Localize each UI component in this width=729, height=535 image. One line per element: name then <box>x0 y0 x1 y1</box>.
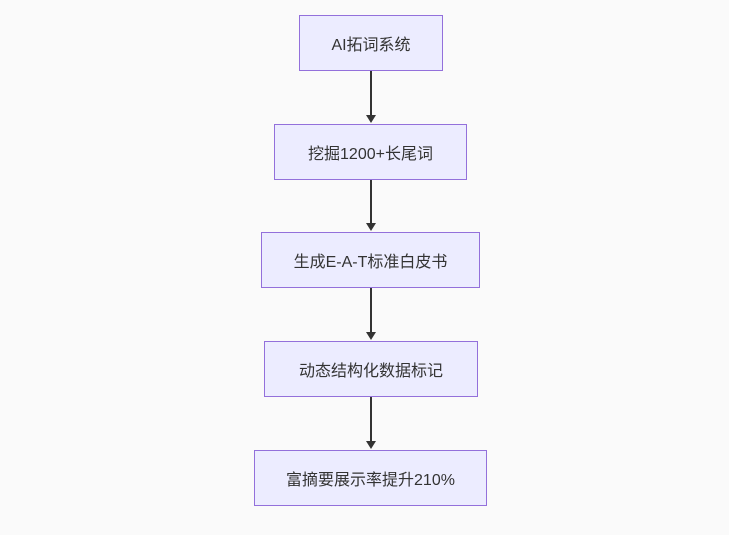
edge-arrow-1 <box>364 71 378 123</box>
node-label: 挖掘1200+长尾词 <box>308 146 433 163</box>
edge-arrow-3 <box>364 288 378 340</box>
edge-arrow-2 <box>364 180 378 231</box>
edge-line <box>370 397 372 441</box>
node-label: 富摘要展示率提升210% <box>286 472 455 489</box>
edge-line <box>370 288 372 332</box>
flowchart-node-eat-whitepaper: 生成E-A-T标准白皮书 <box>261 232 480 288</box>
arrowhead-down-icon <box>366 115 376 123</box>
node-label: AI拓词系统 <box>331 37 411 54</box>
edge-arrow-4 <box>364 397 378 449</box>
flowchart-node-structured-data: 动态结构化数据标记 <box>264 341 478 397</box>
flowchart-node-longtail-mining: 挖掘1200+长尾词 <box>274 124 467 180</box>
edge-line <box>370 71 372 115</box>
flowchart-node-ai-expansion: AI拓词系统 <box>299 15 443 71</box>
arrowhead-down-icon <box>366 332 376 340</box>
arrowhead-down-icon <box>366 223 376 231</box>
arrowhead-down-icon <box>366 441 376 449</box>
node-label: 动态结构化数据标记 <box>298 363 443 380</box>
node-label: 生成E-A-T标准白皮书 <box>293 254 448 271</box>
flowchart-node-rich-snippet-result: 富摘要展示率提升210% <box>254 450 487 506</box>
edge-line <box>370 180 372 223</box>
